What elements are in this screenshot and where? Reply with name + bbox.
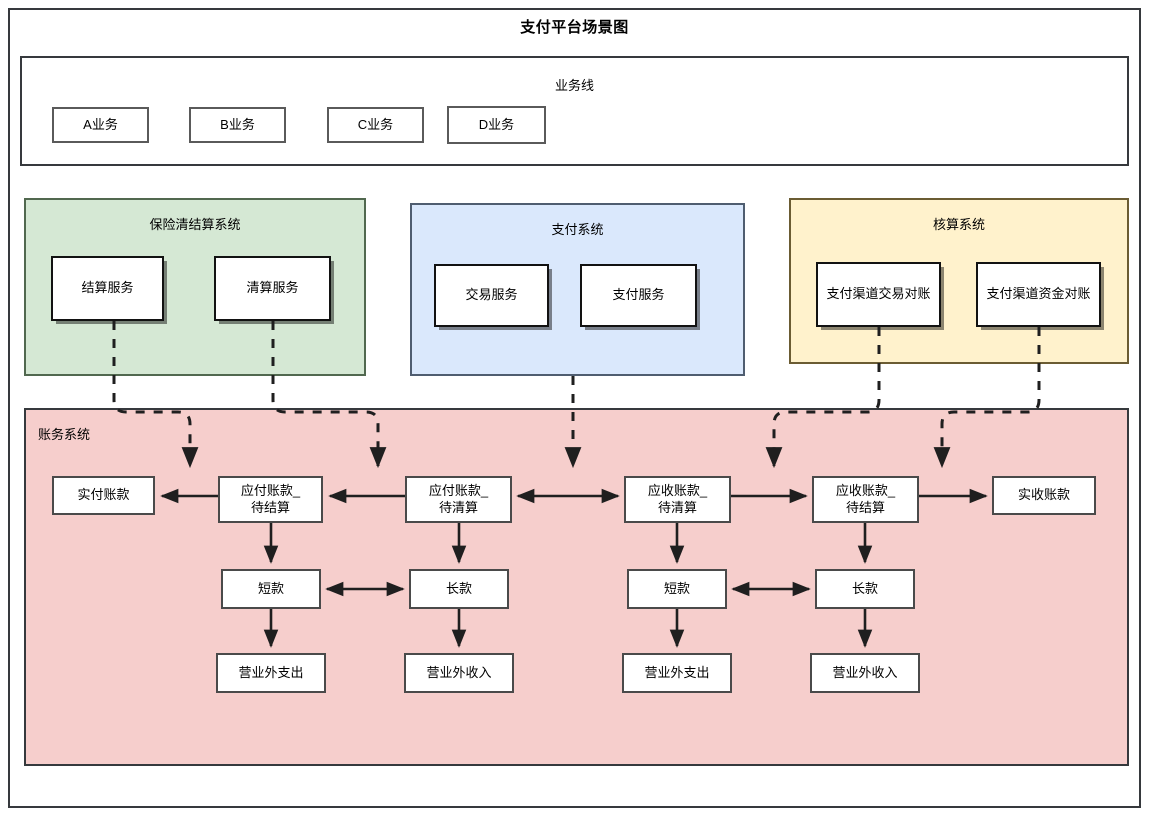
business-node-d[interactable]: D业务 [447, 106, 546, 144]
node-nonop-income-left[interactable]: 营业外收入 [404, 653, 514, 693]
service-node-transaction[interactable]: 交易服务 [434, 264, 549, 327]
node-paid-actual[interactable]: 实付账款 [52, 476, 155, 515]
system-title-accounting: 账务系统 [38, 427, 91, 442]
system-group-accounting [24, 408, 1129, 766]
node-short-left[interactable]: 短款 [221, 569, 321, 609]
node-short-right[interactable]: 短款 [627, 569, 727, 609]
business-line-title: 业务线 [554, 78, 594, 93]
service-node-payment[interactable]: 支付服务 [580, 264, 697, 327]
business-node-a[interactable]: A业务 [52, 107, 149, 143]
node-payable-clear[interactable]: 应付账款_ 待清算 [405, 476, 512, 523]
node-nonop-expense-left[interactable]: 营业外支出 [216, 653, 326, 693]
service-node-channel-transaction-recon[interactable]: 支付渠道交易对账 [816, 262, 941, 327]
node-payable-settle[interactable]: 应付账款_ 待结算 [218, 476, 323, 523]
page-title: 支付平台场景图 [520, 19, 629, 36]
business-node-b[interactable]: B业务 [189, 107, 286, 143]
system-title-payment: 支付系统 [551, 222, 604, 237]
node-received-actual[interactable]: 实收账款 [992, 476, 1096, 515]
business-node-c[interactable]: C业务 [327, 107, 424, 143]
node-receivable-clear[interactable]: 应收账款_ 待清算 [624, 476, 731, 523]
service-node-settlement[interactable]: 结算服务 [51, 256, 164, 321]
node-long-right[interactable]: 长款 [815, 569, 915, 609]
node-long-left[interactable]: 长款 [409, 569, 509, 609]
node-nonop-income-right[interactable]: 营业外收入 [810, 653, 920, 693]
node-receivable-settle[interactable]: 应收账款_ 待结算 [812, 476, 919, 523]
service-node-clearing[interactable]: 清算服务 [214, 256, 331, 321]
service-node-channel-fund-recon[interactable]: 支付渠道资金对账 [976, 262, 1101, 327]
system-title-insurance-clearing: 保险清结算系统 [149, 217, 241, 232]
business-line-group: 业务线 [20, 56, 1129, 166]
node-nonop-expense-right[interactable]: 营业外支出 [622, 653, 732, 693]
system-title-accounting-check: 核算系统 [932, 217, 985, 232]
